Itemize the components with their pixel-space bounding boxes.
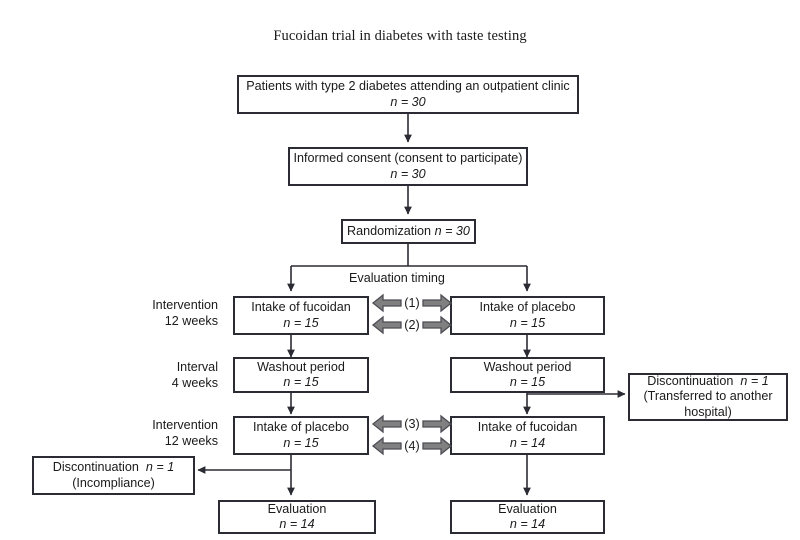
node-informed-consent: Informed consent (consent to participate… (288, 147, 528, 186)
node-discontinuation-right-line3: hospital) (684, 404, 732, 419)
node-washout-left: Washout period n = 15 (233, 357, 369, 393)
side-label-intervention-1-line1: Intervention (152, 298, 218, 312)
node-enrollment-text: Patients with type 2 diabetes attending … (246, 79, 570, 93)
node-discontinuation-right-line2: (Transferred to another (643, 389, 773, 404)
gray-arrow-left-1 (371, 293, 402, 313)
node-discontinuation-left-text: Discontinuation (52, 460, 139, 474)
node-period1-left-n: n = 15 (283, 315, 319, 330)
gray-arrow-left-4 (371, 436, 402, 456)
gray-arrow-right-3 (422, 414, 453, 434)
node-discontinuation-right: Discontinuation n = 1 (Transferred to an… (628, 373, 788, 421)
node-period2-right-fucoidan: Intake of fucoidan n = 14 (450, 416, 605, 455)
node-period1-right-text: Intake of placebo (479, 300, 576, 314)
gray-arrow-left-2 (371, 315, 402, 335)
node-discontinuation-right-text: Discontinuation (647, 373, 734, 388)
node-period2-right-n: n = 14 (509, 435, 546, 450)
side-label-intervention-1-line2: 12 weeks (164, 313, 218, 328)
node-randomization: Randomization n = 30 (341, 219, 476, 244)
node-period2-right-text: Intake of fucoidan (477, 420, 578, 434)
node-period2-left-n: n = 15 (283, 435, 319, 450)
node-washout-left-n: n = 15 (283, 375, 319, 389)
node-period2-left-text: Intake of placebo (253, 420, 349, 434)
node-randomization-n: n = 30 (434, 223, 470, 238)
gray-arrow-left-3 (371, 414, 402, 434)
node-evaluation-left-n: n = 14 (279, 517, 315, 531)
side-label-interval: Interval 4 weeks (98, 360, 218, 391)
side-label-intervention-2-line1: Intervention (152, 418, 218, 432)
crossover-label-4: (4) (404, 439, 420, 453)
node-evaluation-right-n: n = 14 (509, 517, 546, 531)
gray-arrow-right-2 (422, 315, 453, 335)
node-discontinuation-right-n: n = 1 (740, 373, 769, 388)
node-period1-right-n: n = 15 (509, 315, 546, 330)
node-period1-right-placebo: Intake of placebo n = 15 (450, 296, 605, 335)
node-enrollment-n: n = 30 (390, 94, 426, 109)
side-label-interval-line1: Interval (176, 360, 218, 374)
node-period1-left-text: Intake of fucoidan (251, 300, 351, 314)
node-washout-right: Washout period n = 15 (450, 357, 605, 393)
gray-arrow-right-4 (422, 436, 453, 456)
crossover-label-1: (1) (404, 296, 420, 310)
side-label-interval-line2: 4 weeks (171, 375, 218, 390)
node-discontinuation-left: Discontinuation n = 1 (Incompliance) (32, 456, 195, 495)
node-evaluation-right-text: Evaluation (498, 501, 557, 516)
node-informed-consent-text: Informed consent (consent to participate… (293, 151, 523, 165)
node-discontinuation-left-n: n = 1 (145, 460, 175, 474)
evaluation-timing-label: Evaluation timing (349, 271, 445, 285)
node-enrollment: Patients with type 2 diabetes attending … (237, 75, 579, 114)
node-washout-left-text: Washout period (257, 359, 345, 374)
node-discontinuation-left-line1: Discontinuation n = 1 (53, 460, 174, 476)
figure-title: Fucoidan trial in diabetes with taste te… (273, 28, 527, 44)
crossover-label-2: (2) (404, 318, 420, 332)
crossover-label-3: (3) (404, 417, 420, 431)
node-washout-right-n: n = 15 (509, 375, 546, 389)
node-discontinuation-right-line1: Discontinuation n = 1 (647, 374, 768, 390)
node-evaluation-left-text: Evaluation (267, 501, 327, 516)
side-label-intervention-2: Intervention 12 weeks (98, 418, 218, 449)
side-label-intervention-1: Intervention 12 weeks (98, 298, 218, 329)
node-informed-consent-n: n = 30 (390, 166, 426, 181)
node-evaluation-right: Evaluation n = 14 (450, 500, 605, 534)
node-discontinuation-left-line2: (Incompliance) (72, 475, 155, 490)
node-evaluation-left: Evaluation n = 14 (218, 500, 376, 534)
node-randomization-text: Randomization (347, 223, 432, 238)
side-label-intervention-2-line2: 12 weeks (164, 433, 218, 448)
node-washout-right-text: Washout period (483, 359, 572, 374)
gray-arrow-right-1 (422, 293, 453, 313)
node-period2-left-placebo: Intake of placebo n = 15 (233, 416, 369, 455)
node-period1-left-fucoidan: Intake of fucoidan n = 15 (233, 296, 369, 335)
